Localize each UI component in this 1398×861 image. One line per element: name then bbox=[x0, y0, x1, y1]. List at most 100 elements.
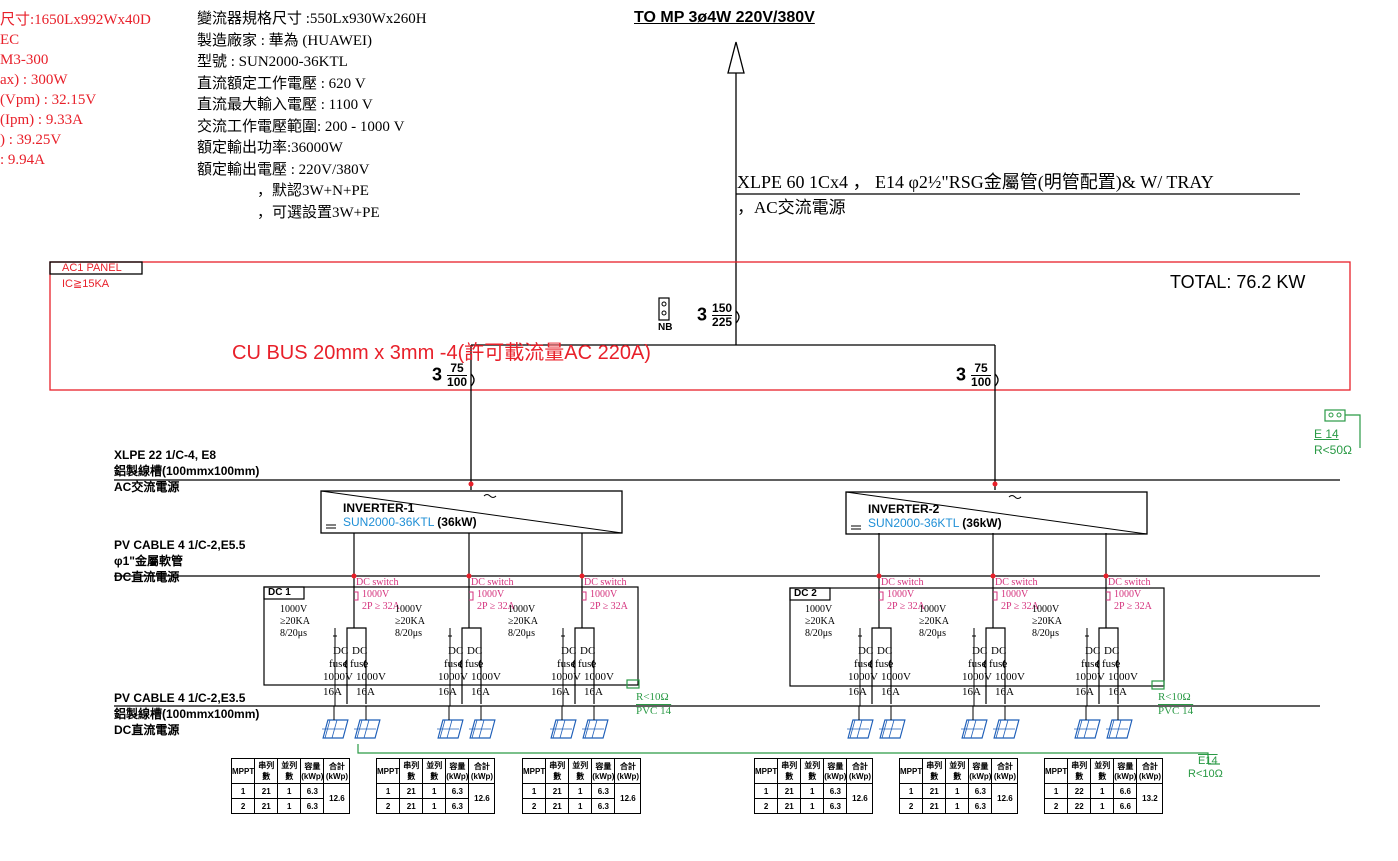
breaker-af: 225 bbox=[712, 315, 733, 329]
inverter-1-model: SUN2000-36KTL (36kW) bbox=[343, 515, 477, 529]
left-spec-block: 尺寸:1650Lx992Wx40D EC M3-300 ax) : 300W (… bbox=[0, 10, 151, 170]
spd-waveform: 8/20μs bbox=[508, 628, 536, 639]
dc-switch-rating: 2P ≥ 32A bbox=[590, 601, 628, 612]
left-spec-line: EC bbox=[0, 32, 20, 48]
dc1-label: DC 1 bbox=[268, 587, 291, 598]
mppt-cell: 6.3 bbox=[445, 783, 470, 799]
mppt-cell: 1 bbox=[800, 798, 825, 814]
spd-current: ≥20KA bbox=[395, 616, 425, 627]
mppt-cell: 1 bbox=[800, 783, 825, 799]
mppt-header: 容量 (kWp) bbox=[1113, 758, 1138, 784]
breaker-at: 150 bbox=[712, 301, 733, 316]
mppt-cell: 2 bbox=[1043, 798, 1069, 814]
mppt-total: 12.6 bbox=[614, 783, 642, 814]
breaker-poles: 3 bbox=[697, 304, 708, 325]
junction-dot bbox=[466, 573, 472, 579]
mppt-cell: 1 bbox=[521, 783, 547, 799]
fuse-label: DC bbox=[972, 645, 988, 657]
main-breaker-rating: 3 150 225 bbox=[697, 301, 733, 329]
mppt-cell: 6.3 bbox=[968, 798, 993, 814]
spd-voltage: 1000V bbox=[1032, 604, 1060, 615]
fuse-label: DC bbox=[561, 645, 577, 657]
mppt-cell: 6.3 bbox=[445, 798, 470, 814]
mppt-cell: 22 bbox=[1067, 783, 1092, 799]
panel-ground-r: R<50Ω bbox=[1314, 443, 1352, 457]
fuse-voltage: 1000V bbox=[323, 671, 353, 683]
spd-current: ≥20KA bbox=[1032, 616, 1062, 627]
fuse-voltage: 1000V bbox=[438, 671, 468, 683]
mppt-header: MPPT bbox=[230, 758, 256, 784]
mppt-cell: 1 bbox=[375, 783, 401, 799]
fuse-voltage: 1000V bbox=[551, 671, 581, 683]
mppt-header: 並列數 bbox=[568, 758, 593, 784]
fuse-label: DC bbox=[333, 645, 349, 657]
mppt-cell: 21 bbox=[545, 798, 570, 814]
mppt-cell: 21 bbox=[254, 783, 279, 799]
mppt-header: MPPT bbox=[753, 758, 779, 784]
fuse-label: DC bbox=[580, 645, 596, 657]
mppt-header: 合計 (kWp) bbox=[468, 758, 496, 784]
mppt-cell: 2 bbox=[521, 798, 547, 814]
fuse-voltage: 1000V bbox=[1075, 671, 1105, 683]
fuse-label: fuse bbox=[1102, 658, 1121, 670]
mppt-cell: 6.3 bbox=[591, 783, 616, 799]
mppt-cell: 6.6 bbox=[1113, 798, 1138, 814]
spec-line: 直流額定工作電壓 : 620 V bbox=[197, 75, 366, 92]
mppt-header: 並列數 bbox=[1090, 758, 1115, 784]
dc-switch-voltage: 1000V bbox=[1001, 589, 1029, 600]
mppt-cell: 21 bbox=[254, 798, 279, 814]
mppt-header: 串列數 bbox=[922, 758, 947, 784]
mppt-total: 13.2 bbox=[1136, 783, 1164, 814]
mppt-cell: 6.3 bbox=[591, 798, 616, 814]
mppt-header: 容量 (kWp) bbox=[300, 758, 325, 784]
mppt-header: 合計 (kWp) bbox=[614, 758, 642, 784]
mppt-cell: 6.3 bbox=[300, 798, 325, 814]
mppt-cell: 2 bbox=[230, 798, 256, 814]
inverter-1-name: INVERTER-1 bbox=[343, 501, 415, 515]
panel-name: AC1 PANEL bbox=[62, 262, 122, 274]
fuse-label: DC bbox=[448, 645, 464, 657]
fuse-current: 16A bbox=[551, 686, 570, 698]
mppt-cell: 6.3 bbox=[300, 783, 325, 799]
fuse-current: 16A bbox=[323, 686, 342, 698]
mppt-cell: 1 bbox=[753, 783, 779, 799]
dc-switch-rating: 2P ≥ 32A bbox=[1001, 601, 1039, 612]
left-spec-line: 尺寸:1650Lx992Wx40D bbox=[0, 12, 151, 28]
bus-bar bbox=[470, 344, 999, 490]
spec-line: 直流最大輸入電壓 : 1100 V bbox=[197, 97, 373, 113]
mppt-cell: 2 bbox=[375, 798, 401, 814]
fuse-voltage: 1000V bbox=[1108, 671, 1138, 683]
mppt-cell: 6.3 bbox=[968, 783, 993, 799]
spec-line: ，默認3W+N+PE bbox=[257, 183, 369, 199]
inverter-2-model: SUN2000-36KTL (36kW) bbox=[868, 516, 1002, 530]
mppt-header: 並列數 bbox=[800, 758, 825, 784]
dc-switch-rating: 2P ≥ 32A bbox=[1114, 601, 1152, 612]
spec-line: 製造廠家 : 華為 (HUAWEI) bbox=[197, 32, 373, 49]
mppt-cell: 2 bbox=[753, 798, 779, 814]
fuse-voltage: 1000V bbox=[995, 671, 1025, 683]
spd-current: ≥20KA bbox=[280, 616, 310, 627]
mppt-header: 串列數 bbox=[1067, 758, 1092, 784]
fuse-label: DC bbox=[467, 645, 483, 657]
dc2-box bbox=[789, 587, 1165, 687]
left-spec-line: ax) : 300W bbox=[0, 72, 68, 88]
mppt-total: 12.6 bbox=[991, 783, 1019, 814]
mppt-header: 容量 (kWp) bbox=[445, 758, 470, 784]
mppt-header: MPPT bbox=[521, 758, 547, 784]
dc-switch-label: DC switch bbox=[995, 577, 1038, 588]
fuse-voltage: 1000V bbox=[848, 671, 878, 683]
mppt-cell: 1 bbox=[898, 783, 924, 799]
branch-breaker-2: 3 75 100 bbox=[956, 361, 992, 389]
mppt-header: 合計 (kWp) bbox=[323, 758, 351, 784]
bus-label: CU BUS 20mm x 3mm -4(許可載流量AC 220A) bbox=[232, 342, 651, 364]
mppt-header: 串列數 bbox=[545, 758, 570, 784]
mppt-total: 12.6 bbox=[846, 783, 874, 814]
mppt-cell: 6.3 bbox=[823, 798, 848, 814]
nb-label: NB bbox=[658, 322, 673, 333]
mppt-header: 合計 (kWp) bbox=[991, 758, 1019, 784]
mppt-header: MPPT bbox=[898, 758, 924, 784]
